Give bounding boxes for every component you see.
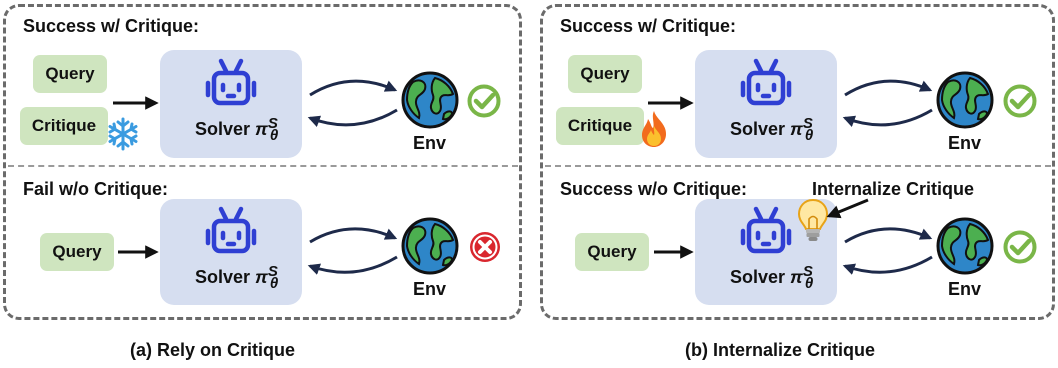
robot-icon [205,58,257,106]
panel-b-divider [545,165,1051,167]
panel-b-caption: (b) Internalize Critique [685,340,876,360]
query-chip: Query [33,55,107,93]
critique-chip: Critique [556,107,644,145]
solver-label: Solver πSθ [195,263,279,292]
panel-b-bottom-title: Success w/o Critique: [560,179,748,199]
globe-icon [936,71,994,129]
policy-symbol: πSθ [790,115,814,144]
check-circle-icon [467,84,501,118]
panel-a-divider [8,165,518,167]
panel-internalize-critique [540,4,1055,320]
solver-label: Solver πSθ [730,263,814,292]
action-arrow [844,227,933,244]
panel-rely-on-critique [3,4,522,320]
robot-icon [740,58,792,106]
env-label: Env [413,133,447,153]
env-label: Env [413,279,447,299]
globe-icon [936,217,994,275]
panel-b-top-title: Success w/ Critique: [560,16,737,36]
panel-a-top-title: Success w/ Critique: [23,16,200,36]
fire-icon [642,111,666,147]
env-label: Env [948,279,982,299]
query-chip: Query [575,233,649,271]
feedback-arrow [842,255,933,275]
solver-label: Solver πSθ [730,115,814,144]
check-circle-icon [1003,84,1037,118]
robot-icon [740,206,792,254]
internalize-critique-annotation: Internalize Critique [812,179,975,199]
action-arrow [309,227,398,244]
solver-label: Solver πSθ [195,115,279,144]
internalize-pointer-arrow [826,198,869,219]
env-label: Env [948,133,982,153]
globe-icon [401,71,459,129]
snowflake-icon [108,117,138,151]
action-arrow [844,79,933,97]
policy-symbol: πSθ [790,263,814,292]
feedback-arrow [842,108,933,128]
panel-a-caption: (a) Rely on Critique [130,340,296,360]
feedback-arrow [307,255,398,275]
action-arrow [309,79,398,97]
globe-icon [401,217,459,275]
query-chip: Query [40,233,114,271]
check-circle-icon [1003,230,1037,264]
x-circle-icon [470,232,500,262]
policy-symbol: πSθ [255,115,279,144]
feedback-arrow [307,108,398,128]
panel-a-bottom-title: Fail w/o Critique: [23,179,169,199]
query-chip: Query [568,55,642,93]
policy-symbol: πSθ [255,263,279,292]
lightbulb-icon [797,198,829,241]
critique-chip: Critique [20,107,108,145]
robot-icon [205,206,257,254]
